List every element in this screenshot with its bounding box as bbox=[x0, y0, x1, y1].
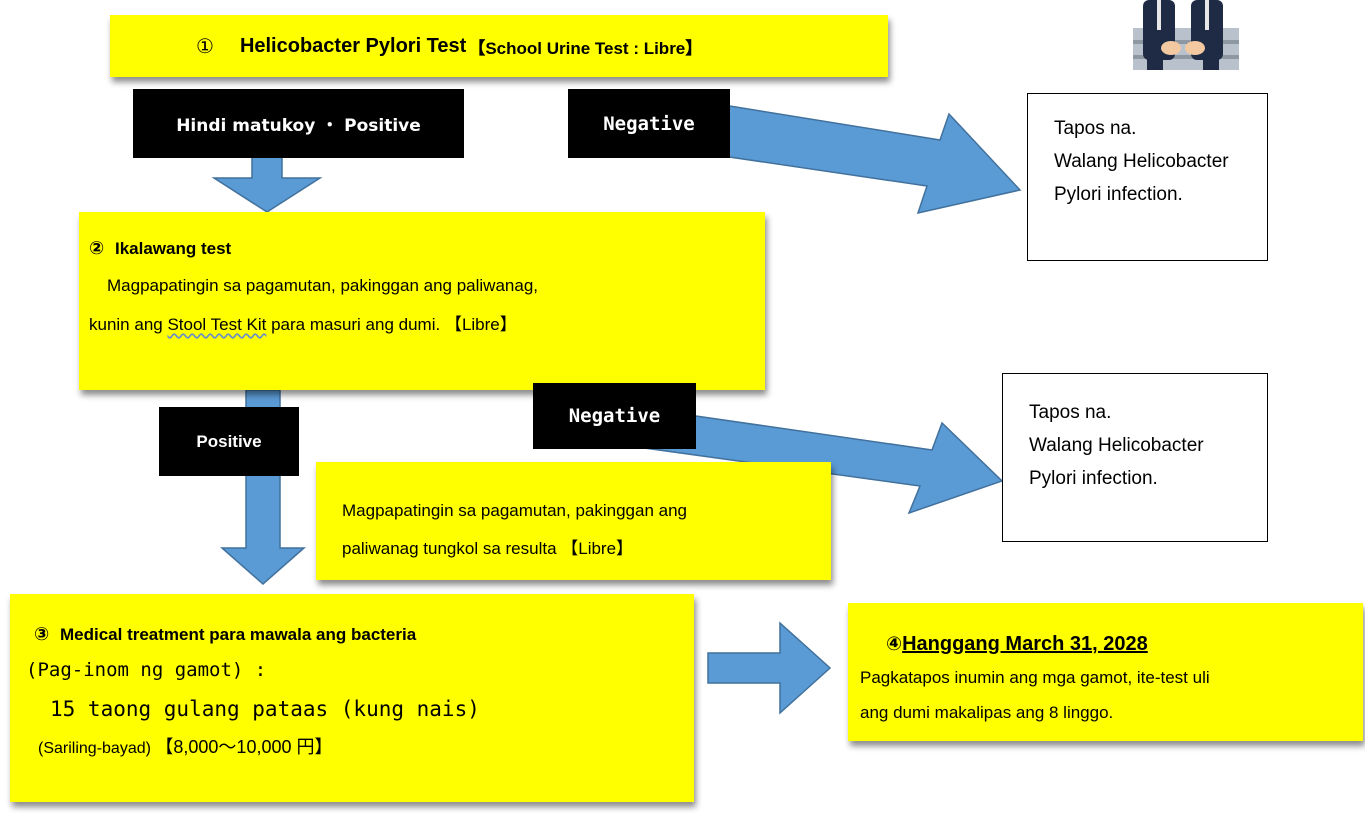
students-illustration bbox=[1133, 0, 1239, 70]
step3-line-2: (Pag-inom ng gamot) : bbox=[26, 659, 267, 681]
result-consult-note: Magpapatingin sa pagamutan, pakinggan an… bbox=[316, 462, 831, 580]
step2-title: Ikalawang test bbox=[114, 239, 232, 258]
step4-title: Hanggang March 31, 2028 bbox=[902, 633, 1148, 655]
result-box-2: Tapos na. Walang Helicobacter Pylori inf… bbox=[1002, 373, 1268, 542]
step2-line-2-pre: kunin ang bbox=[89, 315, 168, 334]
result-2-line-3: Pylori infection. bbox=[1029, 468, 1158, 489]
step2-line-2-post: para masuri ang dumi. 【Libre】 bbox=[266, 315, 517, 334]
arrow-down-1 bbox=[211, 149, 323, 213]
arrow-negative-2 bbox=[629, 407, 1004, 515]
result-2-line-2: Walang Helicobacter bbox=[1029, 435, 1204, 456]
step2-line-1: Magpapatingin sa pagamutan, pakinggan an… bbox=[107, 276, 538, 295]
step3-title: Medical treatment para mawala ang bacter… bbox=[59, 625, 417, 644]
step4-line-2: ang dumi makalipas ang 8 linggo. bbox=[860, 703, 1114, 722]
label-positive-1: Hindi matukoy ・ Positive bbox=[133, 89, 464, 158]
arrow-right-3 bbox=[707, 621, 832, 715]
step4-box: ④Hanggang March 31, 2028 Pagkatapos inum… bbox=[848, 603, 1363, 741]
result-2-line-1: Tapos na. bbox=[1029, 402, 1112, 423]
label-negative-2: Negative bbox=[533, 383, 696, 449]
step1-title: Helicobacter Pylori Test bbox=[239, 34, 467, 57]
result-1-line-3: Pylori infection. bbox=[1054, 184, 1183, 205]
result-1-line-2: Walang Helicobacter bbox=[1054, 151, 1229, 172]
note-line-1: Magpapatingin sa pagamutan, pakinggan an… bbox=[342, 501, 687, 520]
label-negative-1: Negative bbox=[568, 89, 730, 158]
step1-number: ① bbox=[196, 35, 214, 58]
label-positive-2: Positive bbox=[159, 407, 299, 476]
stool-test-kit-term: Stool Test Kit bbox=[167, 315, 267, 334]
step3-box: ③ Medical treatment para mawala ang bact… bbox=[10, 594, 694, 802]
note-line-2: paliwanag tungkol sa resulta 【Libre】 bbox=[342, 539, 634, 558]
step4-number: ④ bbox=[886, 634, 903, 655]
step4-line-1: Pagkatapos inumin ang mga gamot, ite-tes… bbox=[860, 668, 1210, 687]
step3-line-3: 15 taong gulang pataas (kung nais) bbox=[50, 697, 480, 721]
step1-subtitle: 【School Urine Test : Libre】 bbox=[468, 38, 703, 58]
result-1-line-1: Tapos na. bbox=[1054, 118, 1137, 139]
step3-price: 【8,000～10,000 円】 bbox=[155, 737, 333, 757]
step1-box: ① Helicobacter Pylori Test 【School Urine… bbox=[110, 15, 888, 77]
step3-line-4-pre: (Sariling-bayad) bbox=[38, 740, 151, 757]
result-box-1: Tapos na. Walang Helicobacter Pylori inf… bbox=[1027, 93, 1268, 261]
step2-number: ② bbox=[89, 238, 105, 258]
step3-number: ③ bbox=[34, 624, 50, 644]
step2-box: ② Ikalawang test Magpapatingin sa pagamu… bbox=[79, 212, 765, 390]
